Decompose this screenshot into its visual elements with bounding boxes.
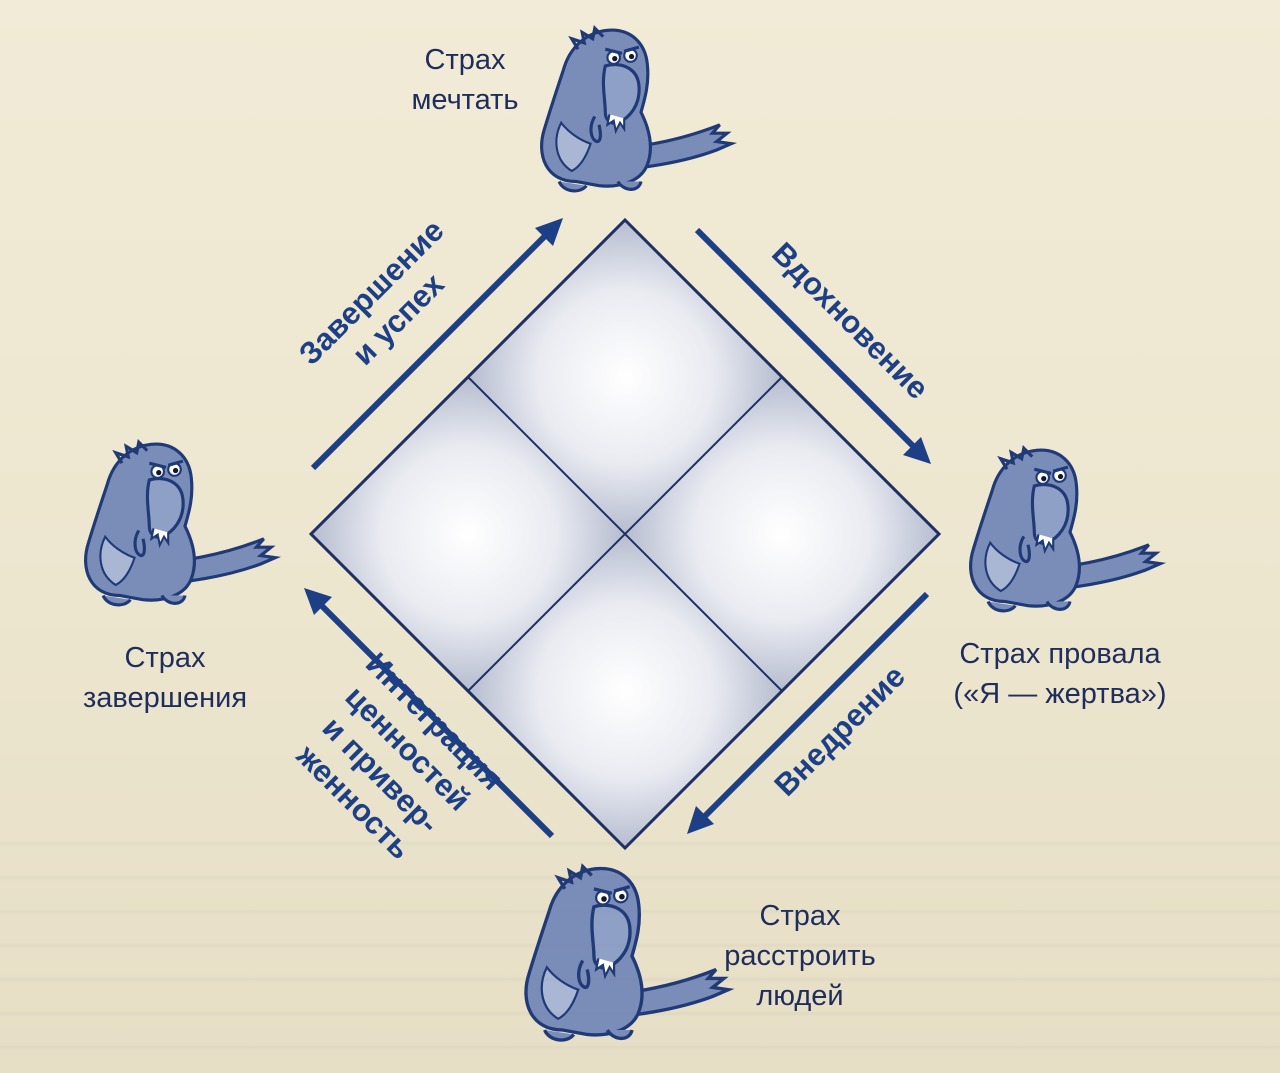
dinosaur-icon: [84, 440, 277, 607]
diamond-divider-2: [467, 376, 783, 692]
diamond: [308, 217, 942, 851]
diamond-outline: [308, 217, 942, 851]
arrow-down-right-head: [903, 437, 931, 464]
arrow-down-left-icon: [692, 591, 930, 829]
arrow-up-left-head: [304, 588, 332, 615]
fear-top-line-1: Страх: [424, 44, 506, 76]
arrow-up-right-icon: [310, 221, 560, 471]
fear-right-line-1: Страх провала: [959, 638, 1161, 670]
dinosaur-icon: [524, 864, 731, 1042]
fear-right-line-2: («Я — жертва»): [953, 678, 1167, 710]
dinosaur-icon: [969, 446, 1162, 613]
dinosaur-icon: [540, 26, 733, 193]
fear-bottom-line-3: людей: [756, 980, 844, 1012]
arrow-down-right-icon: [694, 227, 926, 459]
fear-label-left: Страх завершения: [50, 638, 280, 718]
arrows: [304, 218, 931, 839]
fear-label-right: Страх провала («Я — жертва»): [920, 634, 1200, 714]
fear-label-bottom: Страх расстроить людей: [700, 896, 900, 1016]
fear-label-top: Страх мечтать: [380, 40, 550, 120]
fear-left-line-1: Страх: [124, 642, 206, 674]
fear-top-line-2: мечтать: [411, 84, 519, 116]
fear-left-line-2: завершения: [82, 682, 248, 714]
arrow-up-right-head: [535, 218, 563, 246]
arrow-up-left-icon: [309, 593, 555, 839]
fear-bottom-line-1: Страх: [759, 900, 841, 932]
arrow-down-left-head: [687, 806, 714, 834]
fear-bottom-line-2: расстроить: [724, 940, 876, 972]
